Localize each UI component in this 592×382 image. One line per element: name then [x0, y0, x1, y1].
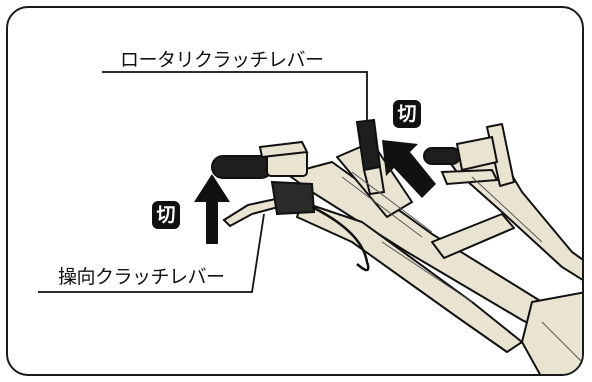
callout-line-steering: [38, 213, 265, 293]
left-grip: [211, 140, 309, 179]
lower-body: [521, 291, 582, 374]
arrow-up-left-icon: [382, 140, 436, 198]
tiller-handle-illustration: [38, 71, 582, 374]
shading-hatch: [341, 171, 582, 363]
cross-brace: [431, 213, 515, 259]
clutch-cable: [311, 205, 370, 272]
callout-line-rotary: [102, 71, 368, 120]
steering-clutch-lever: [222, 180, 316, 228]
steering-off-badge: 切: [152, 201, 180, 229]
right-grip: [423, 135, 499, 186]
rotary-clutch-lever: [355, 118, 386, 196]
arrow-up-icon: [194, 174, 230, 244]
handle-rail-lower: [296, 201, 523, 353]
rotary-clutch-lever-label: ロータリクラッチレバー: [120, 49, 324, 71]
steering-clutch-lever-label: 操向クラッチレバー: [58, 266, 225, 288]
rear-upright: [486, 123, 515, 187]
illustration-frame: ロータリクラッチレバー 操向クラッチレバー 切 切: [6, 6, 584, 376]
rotary-off-badge: 切: [393, 100, 421, 128]
